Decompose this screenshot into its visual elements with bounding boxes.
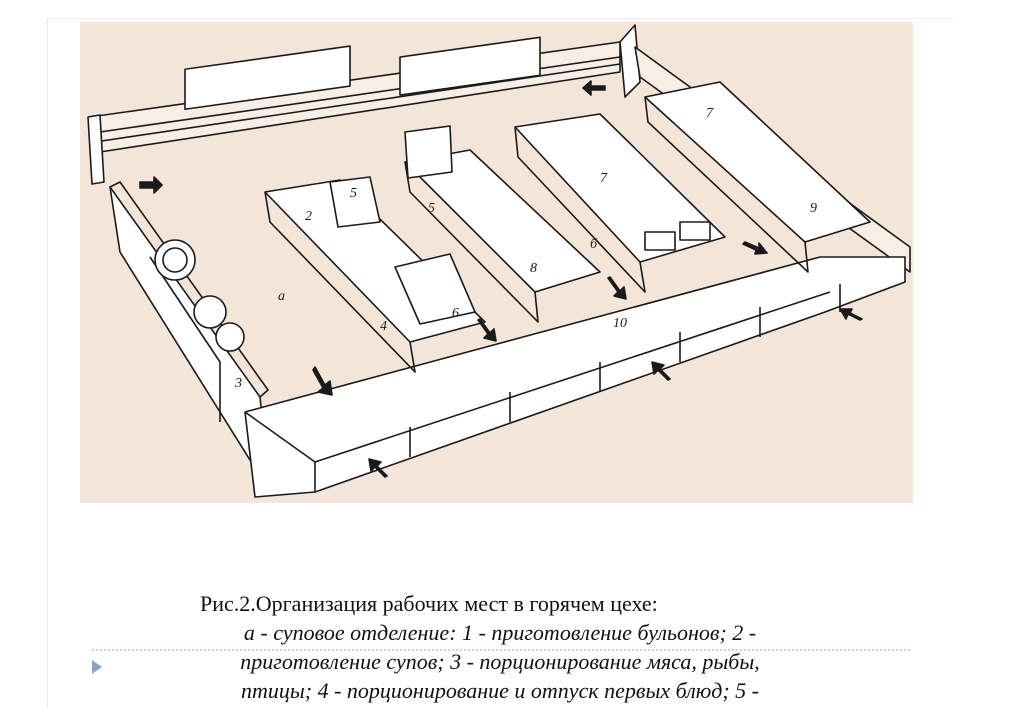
- kitchen-layout-illustration: а 2 5 6 4 3 5 б 7 7 9 8 10: [87, 24, 911, 498]
- figure-label-10: 10: [613, 316, 627, 331]
- figure-label-8: 8: [530, 261, 537, 276]
- triangle-bullet-icon: [92, 660, 102, 674]
- figure-label-2: 2: [305, 209, 312, 224]
- figure-label-9: 9: [810, 201, 817, 216]
- figure-caption: Рис.2.Организация рабочих мест в горячем…: [90, 590, 910, 705]
- figure-label-6: 6: [452, 306, 459, 321]
- caption-line: приготовление супов; 3 - порционирование…: [240, 649, 760, 674]
- dotted-divider: [92, 649, 910, 651]
- caption-line: птицы; 4 - порционирование и отпуск перв…: [240, 678, 760, 703]
- figure-label-7b: 7: [706, 106, 714, 121]
- kitchen-layout-figure: а 2 5 6 4 3 5 б 7 7 9 8 10: [80, 22, 913, 503]
- figure-label-7: 7: [600, 171, 608, 186]
- caption-title: Рис.2.Организация рабочих мест в горячем…: [200, 591, 658, 616]
- figure-label-a: а: [278, 289, 285, 304]
- caption-line: а - суповое отделение: 1 - приготовление…: [243, 620, 757, 645]
- figure-label-3: 3: [234, 376, 242, 391]
- figure-label-5: 5: [350, 186, 357, 201]
- slide-edge: [47, 18, 953, 19]
- figure-label-b: б: [590, 237, 598, 252]
- slide-edge: [47, 18, 48, 708]
- figure-label-5b: 5: [428, 201, 435, 216]
- figure-label-4: 4: [380, 319, 387, 334]
